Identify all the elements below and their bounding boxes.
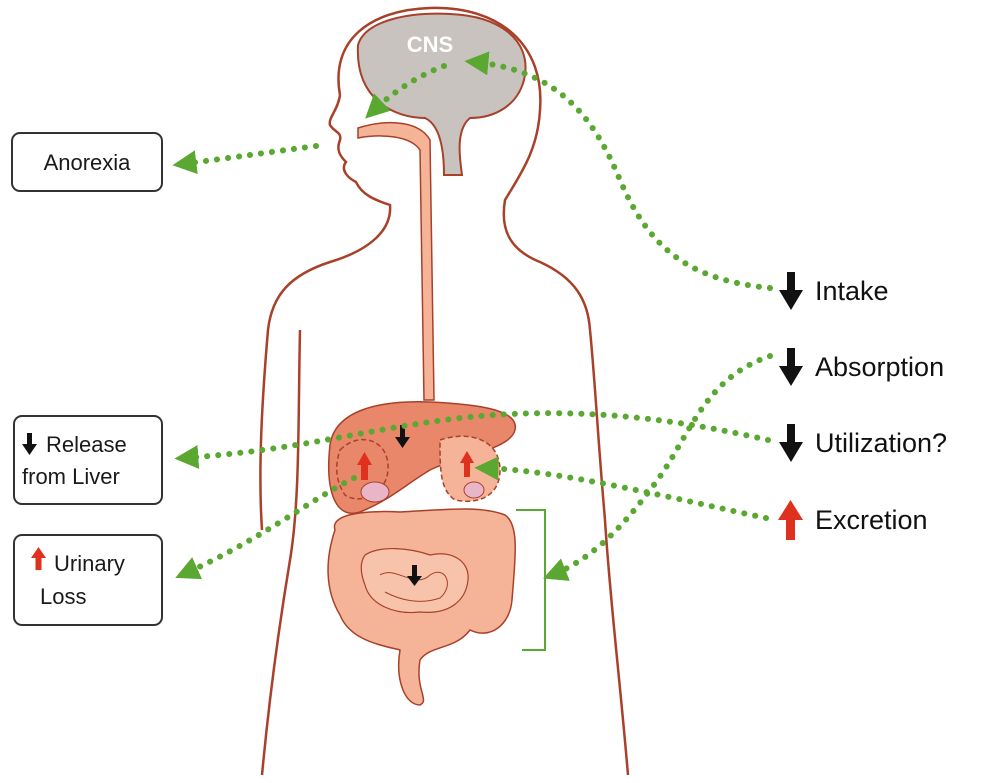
cns-label: CNS [407,32,453,57]
intake-item: Intake [779,272,889,310]
anorexia-box: Anorexia [12,133,162,191]
urinary-label-line2: Loss [40,584,86,609]
absorption-down-arrow-icon [779,348,803,386]
intestine-bracket [516,510,545,650]
release-box: Release from Liver [14,416,162,504]
cns-brain: CNS [358,14,526,175]
path-intake-to-cns [474,62,770,288]
liver-stomach [329,402,516,514]
excretion-label: Excretion [815,505,928,535]
utilization-label: Utilization? [815,428,947,458]
path-to-anorexia [182,146,316,164]
anorexia-label: Anorexia [44,150,132,175]
excretion-item: Excretion [778,500,928,540]
intake-down-arrow-icon [779,272,803,310]
absorption-label: Absorption [815,352,944,382]
intake-label: Intake [815,276,889,306]
path-absorption-to-intestine [552,356,770,575]
intestines [328,509,515,705]
urinary-label-line1: Urinary [54,551,125,576]
release-label-line2: from Liver [22,464,120,489]
release-label-line1: Release [46,432,127,457]
utilization-down-arrow-icon [779,424,803,462]
absorption-item: Absorption [779,348,944,386]
utilization-item: Utilization? [779,424,947,462]
urinary-box: Urinary Loss [14,535,162,625]
excretion-up-arrow-icon [778,500,803,540]
esophagus [358,123,434,400]
